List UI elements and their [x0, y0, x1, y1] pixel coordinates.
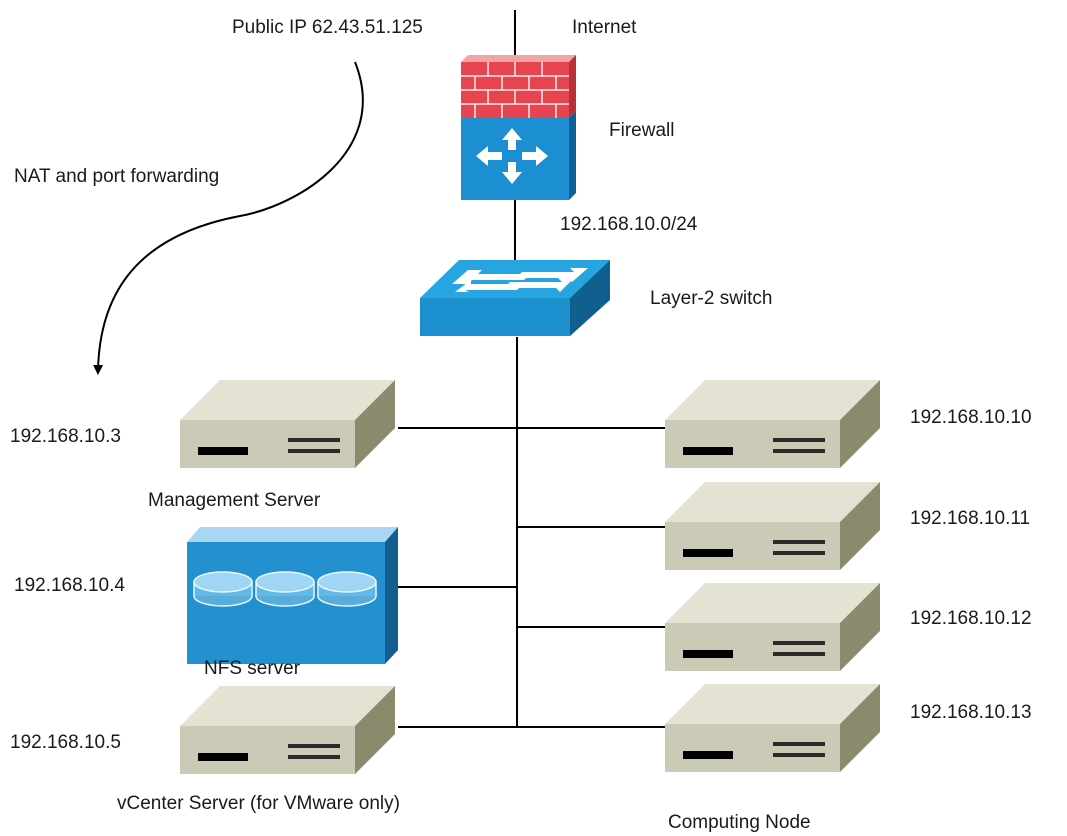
node-12-ip: 192.168.10.12 [910, 608, 1032, 629]
computing-node-12-icon [665, 583, 880, 671]
nat-arrow [93, 61, 364, 375]
switch-label: Layer-2 switch [650, 288, 773, 309]
management-server-icon [180, 380, 395, 468]
firewall-icon [461, 55, 576, 200]
nfs-server-ip: 192.168.10.4 [14, 575, 125, 596]
switch-icon [420, 260, 610, 336]
nat-label: NAT and port forwarding [14, 166, 220, 187]
router-arrows-icon [476, 128, 548, 184]
node-10-ip: 192.168.10.10 [910, 407, 1032, 428]
node-11-ip: 192.168.10.11 [910, 508, 1031, 529]
vcenter-server-ip: 192.168.10.5 [10, 732, 121, 753]
connection-lines [398, 10, 668, 728]
computing-node-11-icon [665, 482, 880, 570]
computing-node-10-icon [665, 380, 880, 468]
mgmt-server-ip: 192.168.10.3 [10, 426, 121, 447]
nfs-storage-icon [187, 527, 398, 664]
disk-icons [193, 571, 377, 607]
subnet-label: 192.168.10.0/24 [560, 214, 698, 235]
node-13-ip: 192.168.10.13 [910, 702, 1032, 723]
nfs-server-name: NFS server [204, 658, 301, 679]
public-ip-label: Public IP 62.43.51.125 [232, 17, 423, 38]
internet-label: Internet [572, 17, 637, 38]
vcenter-server-name: vCenter Server (for VMware only) [117, 793, 400, 814]
vcenter-server-icon [180, 686, 395, 774]
firewall-label: Firewall [609, 120, 675, 141]
computing-node-label: Computing Node [668, 812, 811, 833]
mgmt-server-name: Management Server [148, 490, 321, 511]
computing-node-13-icon [665, 684, 880, 772]
